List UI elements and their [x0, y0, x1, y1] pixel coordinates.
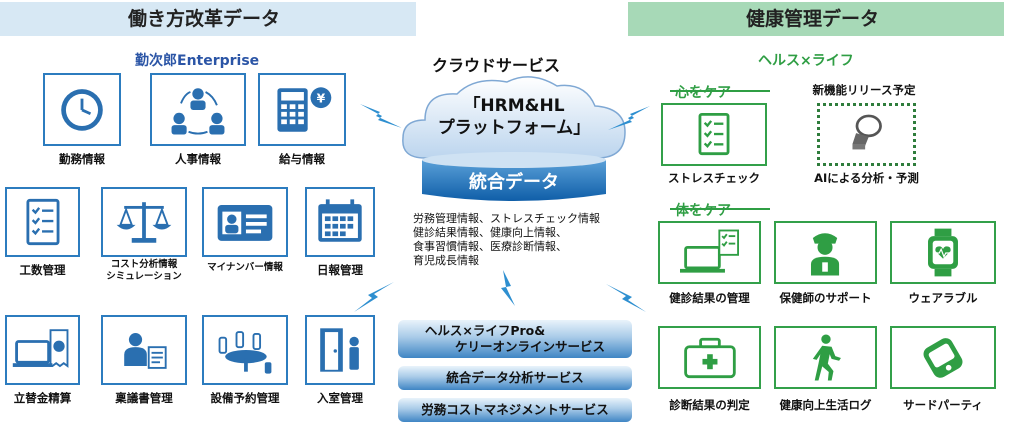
room-entry-tile[interactable] — [305, 315, 375, 385]
body-care-underline — [670, 208, 770, 210]
daily-report-label: 日報管理 — [317, 263, 363, 277]
payroll-info-tile[interactable]: ¥ — [258, 73, 346, 146]
health-life-product-title: ヘルス×ライフ — [758, 53, 854, 69]
clock-icon — [61, 89, 103, 131]
service-labor-cost[interactable]: 労務コストマネジメントサービス — [398, 398, 632, 422]
hr-info-label: 人事情報 — [175, 152, 221, 166]
health-life-log-tile[interactable] — [774, 326, 877, 389]
nurse-icon — [810, 233, 840, 276]
door-person-icon — [320, 328, 359, 372]
man-hour-label: 工数管理 — [19, 263, 66, 277]
calculator-yen-icon: ¥ — [277, 87, 332, 132]
work-data-header: 働き方改革データ — [0, 2, 416, 36]
cost-analysis-label-line1: コスト分析情報 — [110, 259, 178, 270]
work-info-label: 勤務情報 — [59, 152, 105, 166]
lightning-icon — [501, 270, 515, 306]
service-1-line1: ヘルス×ライフPro& — [424, 323, 546, 338]
hr-info-tile[interactable] — [150, 73, 246, 146]
id-card-icon — [217, 205, 273, 241]
daily-report-tile[interactable] — [305, 187, 375, 257]
facility-booking-tile[interactable] — [202, 315, 288, 385]
calendar-icon — [318, 199, 362, 242]
info-line-1: 労務管理情報、ストレスチェック情報 — [413, 212, 600, 225]
laptop-checklist-icon — [680, 229, 740, 273]
payroll-info-label: 給与情報 — [279, 152, 325, 166]
medical-bag-icon — [684, 337, 736, 379]
cost-analysis-tile[interactable] — [101, 187, 187, 257]
pedometer-icon — [923, 338, 963, 378]
mind-care-title: 心をケア — [675, 85, 731, 101]
smartwatch-icon — [928, 228, 958, 277]
svg-text:¥: ¥ — [317, 91, 326, 105]
platform-name-line2: プラットフォーム」 — [437, 118, 591, 138]
lightning-icon — [354, 282, 394, 312]
walking-person-icon — [812, 334, 841, 381]
facility-booking-label: 設備予約管理 — [210, 391, 280, 405]
service-health-life-pro[interactable]: ヘルス×ライフPro& ケリーオンラインサービス — [398, 320, 632, 358]
cost-analysis-label-line2: シミュレーション — [106, 271, 182, 282]
new-feature-badge: 新機能リリース予定 — [812, 83, 916, 97]
room-entry-label: 入室管理 — [317, 391, 363, 405]
cloud-service-title: クラウドサービス — [432, 56, 561, 75]
diagnosis-judgment-label: 診断結果の判定 — [669, 398, 750, 412]
platform-name: 「HRM&HL プラットフォーム」 — [395, 95, 633, 139]
diagnosis-judgment-tile[interactable] — [658, 326, 761, 389]
platform-name-line1: 「HRM&HL — [463, 96, 565, 116]
meeting-room-icon — [218, 331, 272, 374]
lightning-icon — [360, 104, 402, 128]
my-number-tile[interactable] — [202, 187, 288, 257]
service-1-line2: ケリーオンラインサービス — [454, 339, 605, 354]
wearable-label: ウェアラブル — [908, 291, 978, 305]
mind-care-underline — [670, 90, 770, 92]
info-line-4: 育児成長情報 — [413, 254, 479, 267]
integrated-data-info: 労務管理情報、ストレスチェック情報 健診結果情報、健康向上情報、 食事習慣情報、… — [413, 212, 600, 268]
integrated-data-label: 統合データ — [469, 172, 559, 193]
service-integrated-analysis[interactable]: 統合データ分析サービス — [398, 366, 632, 390]
third-party-tile[interactable] — [890, 326, 996, 389]
nurse-support-label: 保健師のサポート — [779, 291, 872, 305]
stress-check-label: ストレスチェック — [668, 171, 760, 185]
checklist-icon — [698, 112, 730, 156]
checklist-icon — [26, 198, 60, 246]
lightning-icon — [606, 284, 646, 312]
health-life-log-label: 健康向上生活ログ — [779, 398, 872, 412]
expense-label: 立替金精算 — [13, 391, 72, 405]
stress-check-tile[interactable] — [661, 103, 767, 166]
my-number-label: マイナンバー情報 — [207, 262, 283, 273]
people-cycle-icon — [171, 88, 225, 135]
cost-analysis-label: コスト分析情報 シミュレーション — [96, 259, 192, 283]
checkup-results-label: 健診結果の管理 — [669, 291, 750, 305]
integrated-data-cylinder — [422, 152, 606, 201]
third-party-label: サードパーティ — [903, 398, 983, 412]
balance-scale-icon — [116, 202, 172, 243]
ai-analysis-label: AIによる分析・予測 — [814, 171, 919, 185]
wearable-tile[interactable] — [890, 221, 996, 284]
body-care-title: 体をケア — [675, 203, 731, 219]
health-data-header: 健康管理データ — [628, 2, 1004, 36]
ai-brain-icon — [852, 114, 882, 150]
man-hour-tile[interactable] — [5, 187, 80, 257]
work-info-tile[interactable] — [43, 73, 121, 146]
approval-doc-tile[interactable] — [101, 315, 187, 385]
expense-tile[interactable] — [5, 315, 80, 385]
approval-doc-label: 稟議書管理 — [115, 391, 173, 405]
laptop-receipt-icon — [12, 329, 69, 368]
ai-analysis-tile[interactable] — [817, 103, 916, 166]
nurse-support-tile[interactable] — [774, 221, 877, 284]
checkup-results-tile[interactable] — [658, 221, 761, 284]
kinjiro-product-title: 勤次郎Enterprise — [135, 53, 260, 69]
info-line-2: 健診結果情報、健康向上情報、 — [413, 226, 567, 239]
person-document-icon — [124, 333, 167, 369]
lightning-icon — [608, 106, 650, 130]
info-line-3: 食事習慣情報、医療診断情報、 — [413, 240, 567, 253]
